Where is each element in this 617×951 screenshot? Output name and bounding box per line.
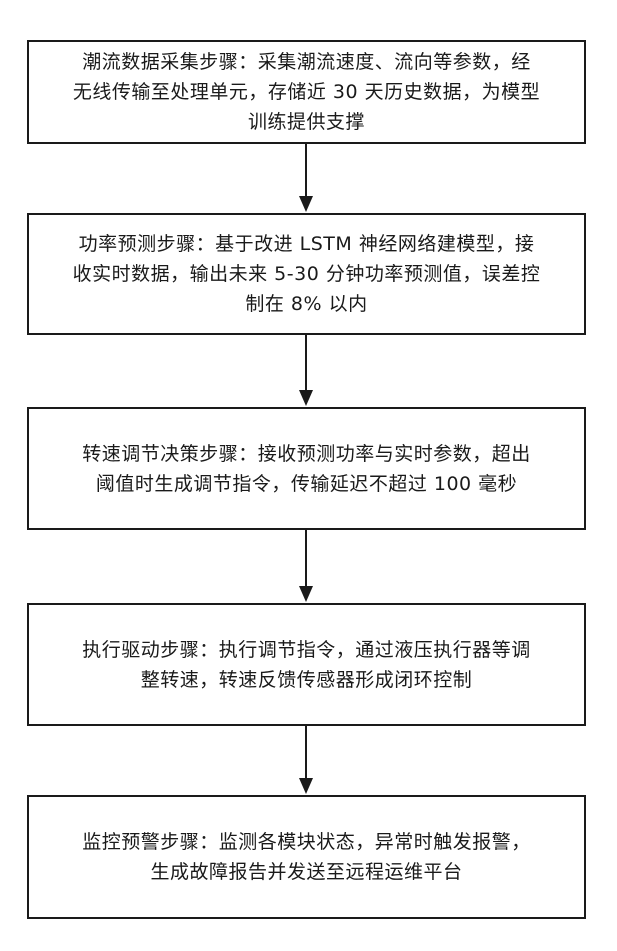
step-box-monitoring-alarm: 监控预警步骤：监测各模块状态，异常时触发报警， 生成故障报告并发送至远程运维平台: [27, 795, 586, 919]
step-text: 功率预测步骤：基于改进 LSTM 神经网络建模型，接 收实时数据，输出未来 5-…: [73, 229, 541, 319]
step-text: 执行驱动步骤：执行调节指令，通过液压执行器等调 整转速，转速反馈传感器形成闭环控…: [82, 635, 531, 695]
step-box-data-collection: 潮流数据采集步骤：采集潮流速度、流向等参数，经 无线传输至处理单元，存储近 30…: [27, 40, 586, 144]
down-arrow-icon: [296, 530, 316, 603]
step-text: 监控预警步骤：监测各模块状态，异常时触发报警， 生成故障报告并发送至远程运维平台: [82, 827, 531, 887]
down-arrow-icon: [296, 335, 316, 407]
down-arrow-icon: [296, 726, 316, 795]
step-box-speed-decision: 转速调节决策步骤：接收预测功率与实时参数，超出 阈值时生成调节指令，传输延迟不超…: [27, 407, 586, 530]
step-text: 转速调节决策步骤：接收预测功率与实时参数，超出 阈值时生成调节指令，传输延迟不超…: [82, 439, 531, 499]
step-box-power-prediction: 功率预测步骤：基于改进 LSTM 神经网络建模型，接 收实时数据，输出未来 5-…: [27, 213, 586, 335]
step-box-execution-drive: 执行驱动步骤：执行调节指令，通过液压执行器等调 整转速，转速反馈传感器形成闭环控…: [27, 603, 586, 726]
step-text: 潮流数据采集步骤：采集潮流速度、流向等参数，经 无线传输至处理单元，存储近 30…: [73, 47, 540, 137]
down-arrow-icon: [296, 144, 316, 213]
